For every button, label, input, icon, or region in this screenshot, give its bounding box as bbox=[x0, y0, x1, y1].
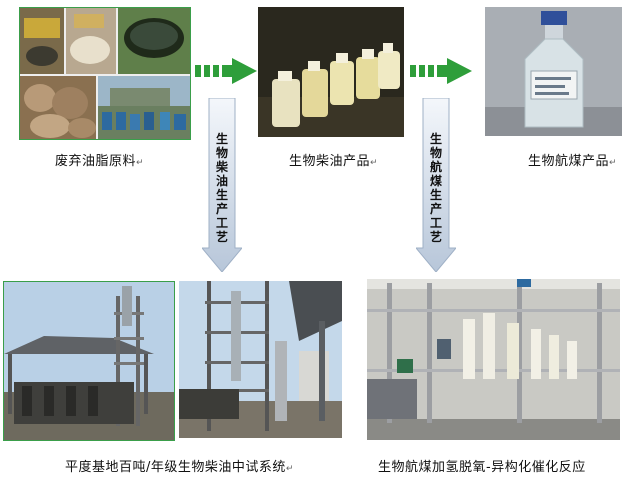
biodiesel-bottles-photo bbox=[258, 7, 404, 137]
caption-hydro-reaction: 生物航煤加氢脱氧-异构化催化反应 bbox=[378, 460, 586, 475]
process-label-jetfuel: 生物航煤生产工艺 bbox=[429, 132, 442, 244]
caption-waste-oil: 废弃油脂原料↵ bbox=[55, 154, 145, 169]
arrow-down-icon bbox=[202, 98, 242, 272]
pilot-plant-photo-2 bbox=[179, 281, 342, 438]
reaction-unit-photo bbox=[367, 279, 620, 440]
process-label-biodiesel: 生物柴油生产工艺 bbox=[215, 132, 228, 244]
pilot-plant-photo-1 bbox=[3, 281, 175, 441]
caption-pilot-system: 平度基地百吨/年级生物柴油中试系统↵ bbox=[65, 460, 294, 475]
arrow-right-icon bbox=[195, 58, 257, 84]
caption-biodiesel: 生物柴油产品↵ bbox=[289, 154, 379, 169]
waste-oil-collage bbox=[19, 7, 191, 140]
arrow-down-icon bbox=[416, 98, 456, 272]
arrow-right-icon bbox=[410, 58, 472, 84]
jet-fuel-bottle-photo bbox=[485, 7, 622, 136]
caption-jet-fuel: 生物航煤产品↵ bbox=[528, 154, 618, 169]
